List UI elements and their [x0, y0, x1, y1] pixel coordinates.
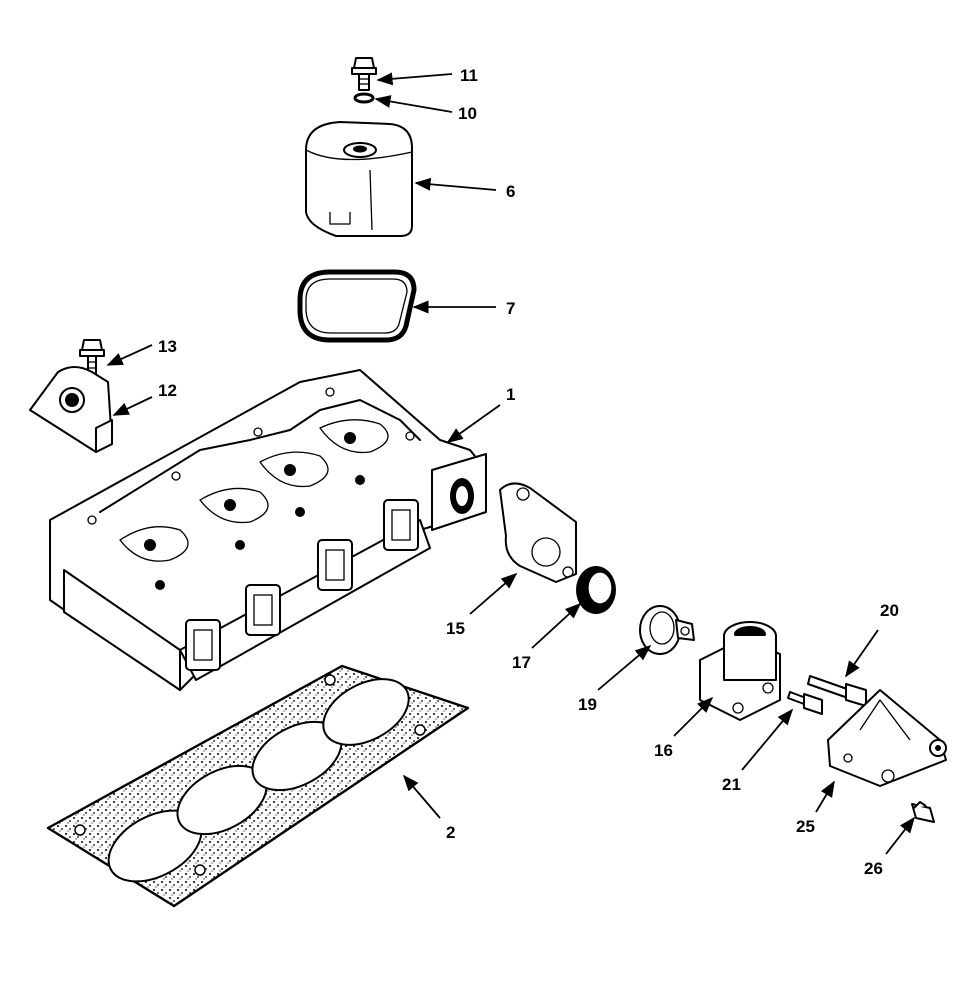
callout-6: 6 [506, 182, 515, 201]
callout-20: 20 [880, 601, 899, 620]
callout-19: 19 [578, 695, 597, 714]
callout-10: 10 [458, 104, 477, 123]
callout-17: 17 [512, 653, 531, 672]
thermostat-housing-part-16 [699, 621, 781, 721]
cover-gasket-part-7 [297, 269, 417, 343]
callout-16: 16 [654, 741, 673, 760]
bolt-part-26 [911, 801, 935, 823]
bolt-part-11 [351, 57, 377, 91]
head-gasket-part-2 [46, 664, 470, 908]
callout-12: 12 [158, 381, 177, 400]
lifting-bracket-part-12 [29, 366, 113, 453]
cylinder-head-part-1 [49, 369, 487, 691]
callout-7: 7 [506, 299, 515, 318]
thermostat-part-19 [639, 605, 695, 655]
seal-part-17 [576, 566, 616, 614]
callout-21: 21 [722, 775, 741, 794]
leader-arrows [106, 72, 915, 855]
long-bolt-part-20 [807, 675, 867, 707]
callout-2: 2 [446, 823, 455, 842]
callout-1: 1 [506, 385, 515, 404]
callout-25: 25 [796, 817, 815, 836]
callout-26: 26 [864, 859, 883, 878]
callout-15: 15 [446, 619, 465, 638]
bolt-part-21 [787, 691, 823, 715]
valve-cover-part-6 [305, 121, 413, 237]
thermostat-gasket-part-15 [499, 482, 577, 583]
bracket-part-25 [827, 689, 947, 787]
callout-13: 13 [158, 337, 177, 356]
callout-11: 11 [460, 66, 478, 85]
washer-part-10 [353, 92, 375, 104]
